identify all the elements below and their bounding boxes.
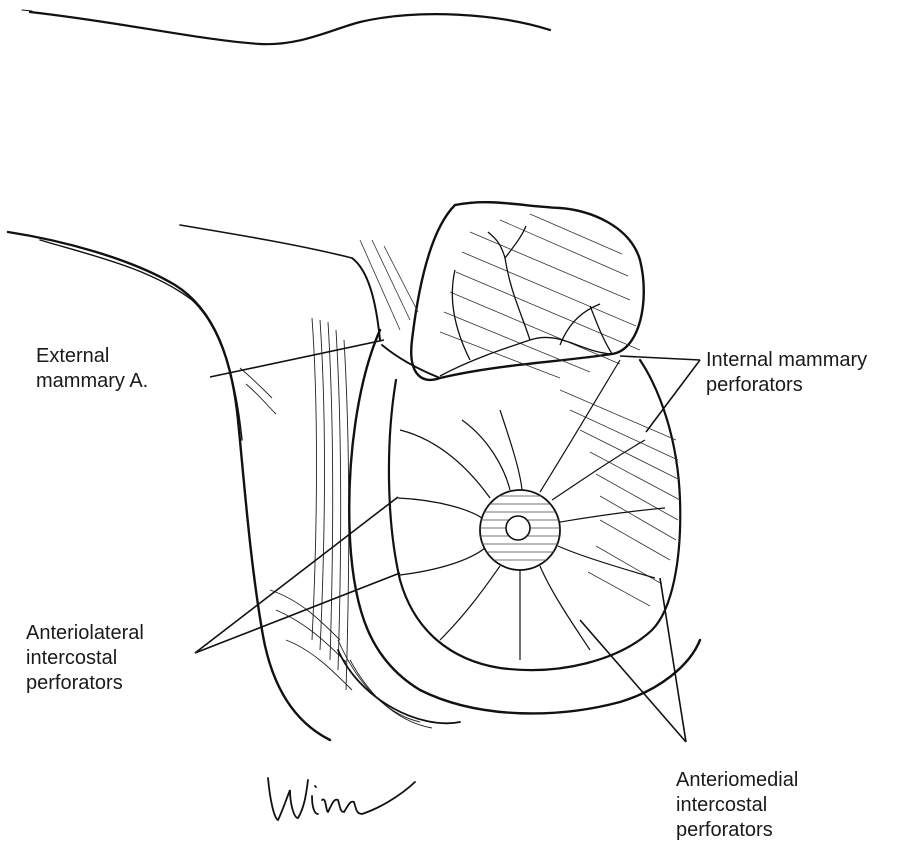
label-internal-mammary-perforators: Internal mammary perforators bbox=[706, 348, 867, 398]
label-external-mammary: External mammary A. bbox=[36, 344, 148, 394]
chin-contour bbox=[22, 10, 550, 44]
skin-flap-outline bbox=[389, 202, 680, 670]
artist-signature bbox=[260, 760, 420, 830]
label-anteriomedial-intercostal-perforators: Anteriomedial intercostal perforators bbox=[676, 768, 798, 843]
areola bbox=[480, 490, 560, 570]
internal-mammary-vessels bbox=[440, 226, 612, 376]
leader-lines bbox=[195, 340, 700, 742]
label-anteriolateral-intercostal-perforators: Anteriolateral intercostal perforators bbox=[26, 621, 144, 696]
nipple bbox=[506, 516, 530, 540]
